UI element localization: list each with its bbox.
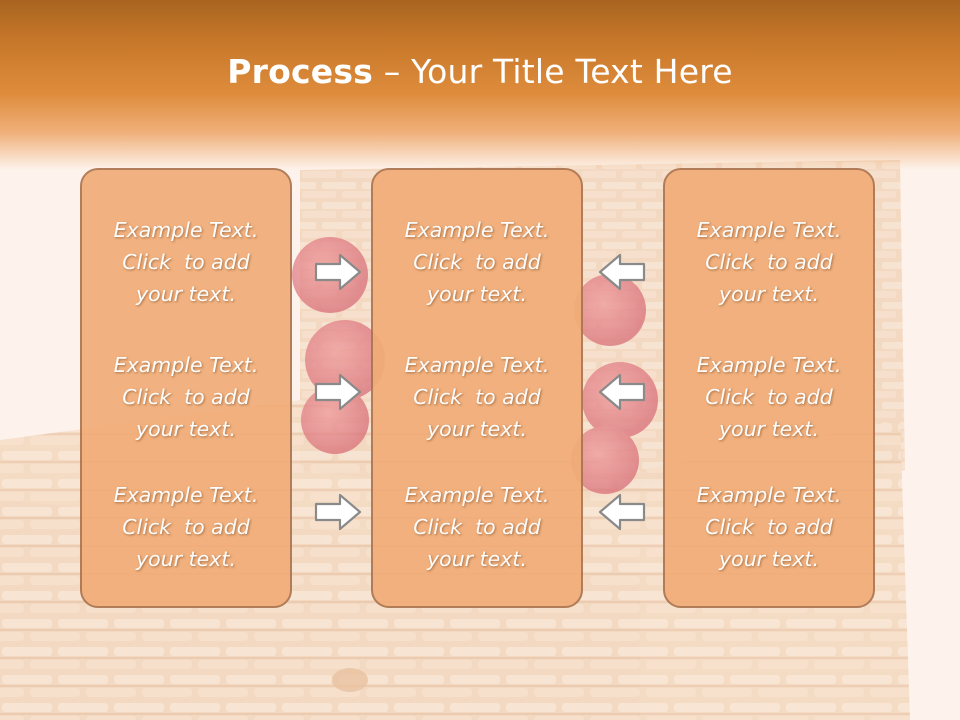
text-line: Click to add [122,385,250,409]
text-item[interactable]: Example Text. Click to add your text. [82,349,290,445]
text-line: Example Text. [404,218,550,242]
text-line: your text. [427,417,527,441]
text-line: your text. [427,282,527,306]
process-box-left[interactable]: Example Text. Click to add your text. Ex… [80,168,292,608]
text-line: Click to add [705,385,833,409]
text-item[interactable]: Example Text. Click to add your text. [373,479,581,575]
text-line: your text. [136,547,236,571]
text-line: Example Text. [404,353,550,377]
text-item[interactable]: Example Text. Click to add your text. [373,349,581,445]
text-line: Click to add [413,515,541,539]
text-line: Example Text. [696,483,842,507]
slide-title[interactable]: Process – Your Title Text Here [0,52,960,91]
text-line: your text. [719,417,819,441]
process-box-center[interactable]: Example Text. Click to add your text. Ex… [371,168,583,608]
title-bold: Process [227,52,374,91]
title-rest: – Your Title Text Here [373,52,733,91]
text-line: your text. [136,282,236,306]
text-line: Click to add [122,250,250,274]
text-line: Click to add [705,515,833,539]
text-item[interactable]: Example Text. Click to add your text. [665,214,873,310]
text-line: Example Text. [696,353,842,377]
left-arrow-icon [598,373,646,411]
text-line: Example Text. [113,218,259,242]
text-line: Click to add [122,515,250,539]
header-bar [0,0,960,170]
text-line: Click to add [705,250,833,274]
text-line: Example Text. [404,483,550,507]
left-arrow-icon [598,493,646,531]
text-item[interactable]: Example Text. Click to add your text. [665,479,873,575]
right-arrow-icon [314,253,362,291]
text-line: your text. [427,547,527,571]
text-line: Example Text. [113,483,259,507]
text-item[interactable]: Example Text. Click to add your text. [373,214,581,310]
text-item[interactable]: Example Text. Click to add your text. [665,349,873,445]
text-line: Click to add [413,385,541,409]
left-arrow-icon [598,253,646,291]
text-line: your text. [136,417,236,441]
text-line: Click to add [413,250,541,274]
right-arrow-icon [314,493,362,531]
right-arrow-icon [314,373,362,411]
text-line: your text. [719,547,819,571]
text-line: your text. [719,282,819,306]
process-box-right[interactable]: Example Text. Click to add your text. Ex… [663,168,875,608]
text-item[interactable]: Example Text. Click to add your text. [82,214,290,310]
text-line: Example Text. [696,218,842,242]
text-line: Example Text. [113,353,259,377]
text-item[interactable]: Example Text. Click to add your text. [82,479,290,575]
